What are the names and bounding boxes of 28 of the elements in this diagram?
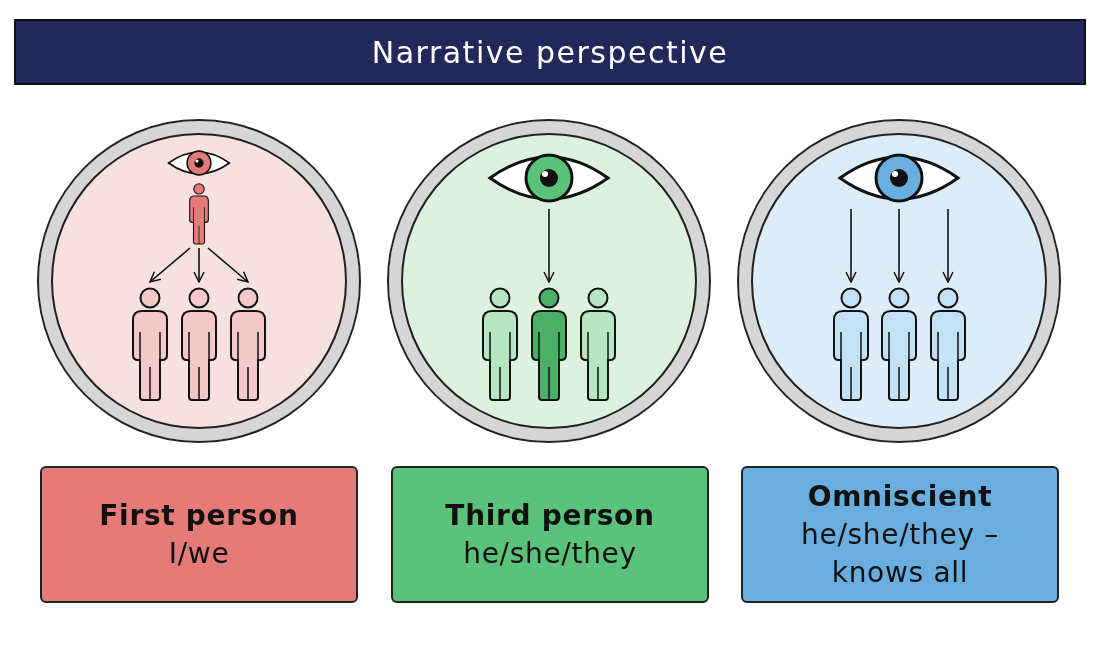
arrow: [193, 247, 205, 283]
person-icon: [831, 287, 871, 402]
arrow: [149, 247, 191, 283]
card-heading: Omniscient: [807, 478, 993, 515]
pronoun-text: he/she/they: [463, 535, 637, 572]
person-icon: [480, 287, 520, 402]
person-icon: [529, 287, 569, 402]
card-heading: First person: [99, 497, 299, 534]
title-banner: Narrative perspective: [14, 19, 1086, 85]
person-icon: [130, 287, 170, 402]
person-icon: [879, 287, 919, 402]
person-icon: [578, 287, 618, 402]
person-icon: [228, 287, 268, 402]
person-icon: [928, 287, 968, 402]
arrow: [543, 208, 555, 283]
pronoun-text: he/she/they – knows all: [800, 516, 1000, 591]
arrow: [942, 208, 954, 283]
label-card: [741, 466, 1059, 603]
label-card: [40, 466, 358, 603]
pronoun-text: I/we: [168, 535, 230, 572]
arrow: [845, 208, 857, 283]
person-icon: [188, 183, 210, 245]
person-icon: [179, 287, 219, 402]
arrow: [207, 247, 249, 283]
eye-icon: [167, 148, 231, 178]
label-card: [391, 466, 709, 603]
arrow: [893, 208, 905, 283]
card-heading: Third person: [445, 497, 655, 534]
